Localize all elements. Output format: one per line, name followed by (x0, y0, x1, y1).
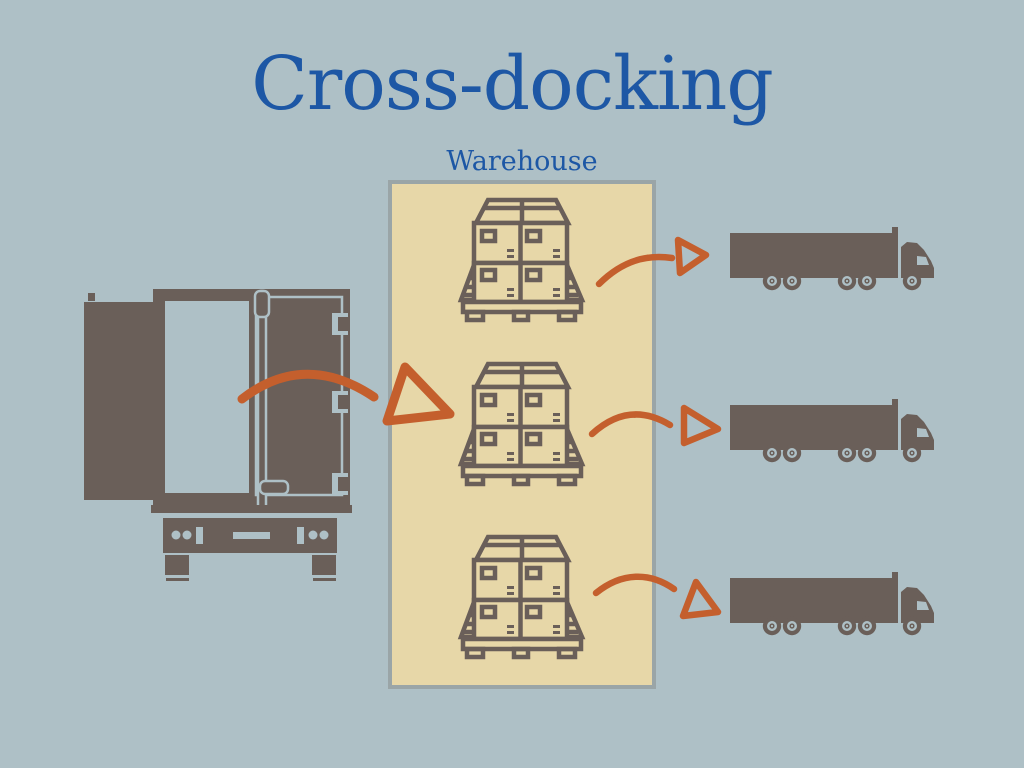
pallet-with-boxes-icon (457, 197, 586, 323)
page-title: Cross-docking (251, 41, 773, 127)
warehouse-label: Warehouse (446, 146, 598, 177)
pallet-with-boxes-icon (457, 534, 586, 660)
truck-side-view-icon (730, 399, 934, 463)
truck-side-view-icon (730, 227, 934, 291)
truck-rear-doors-open-icon (84, 289, 352, 581)
pallet-with-boxes-icon (457, 361, 586, 487)
truck-side-view-icon (730, 572, 934, 636)
